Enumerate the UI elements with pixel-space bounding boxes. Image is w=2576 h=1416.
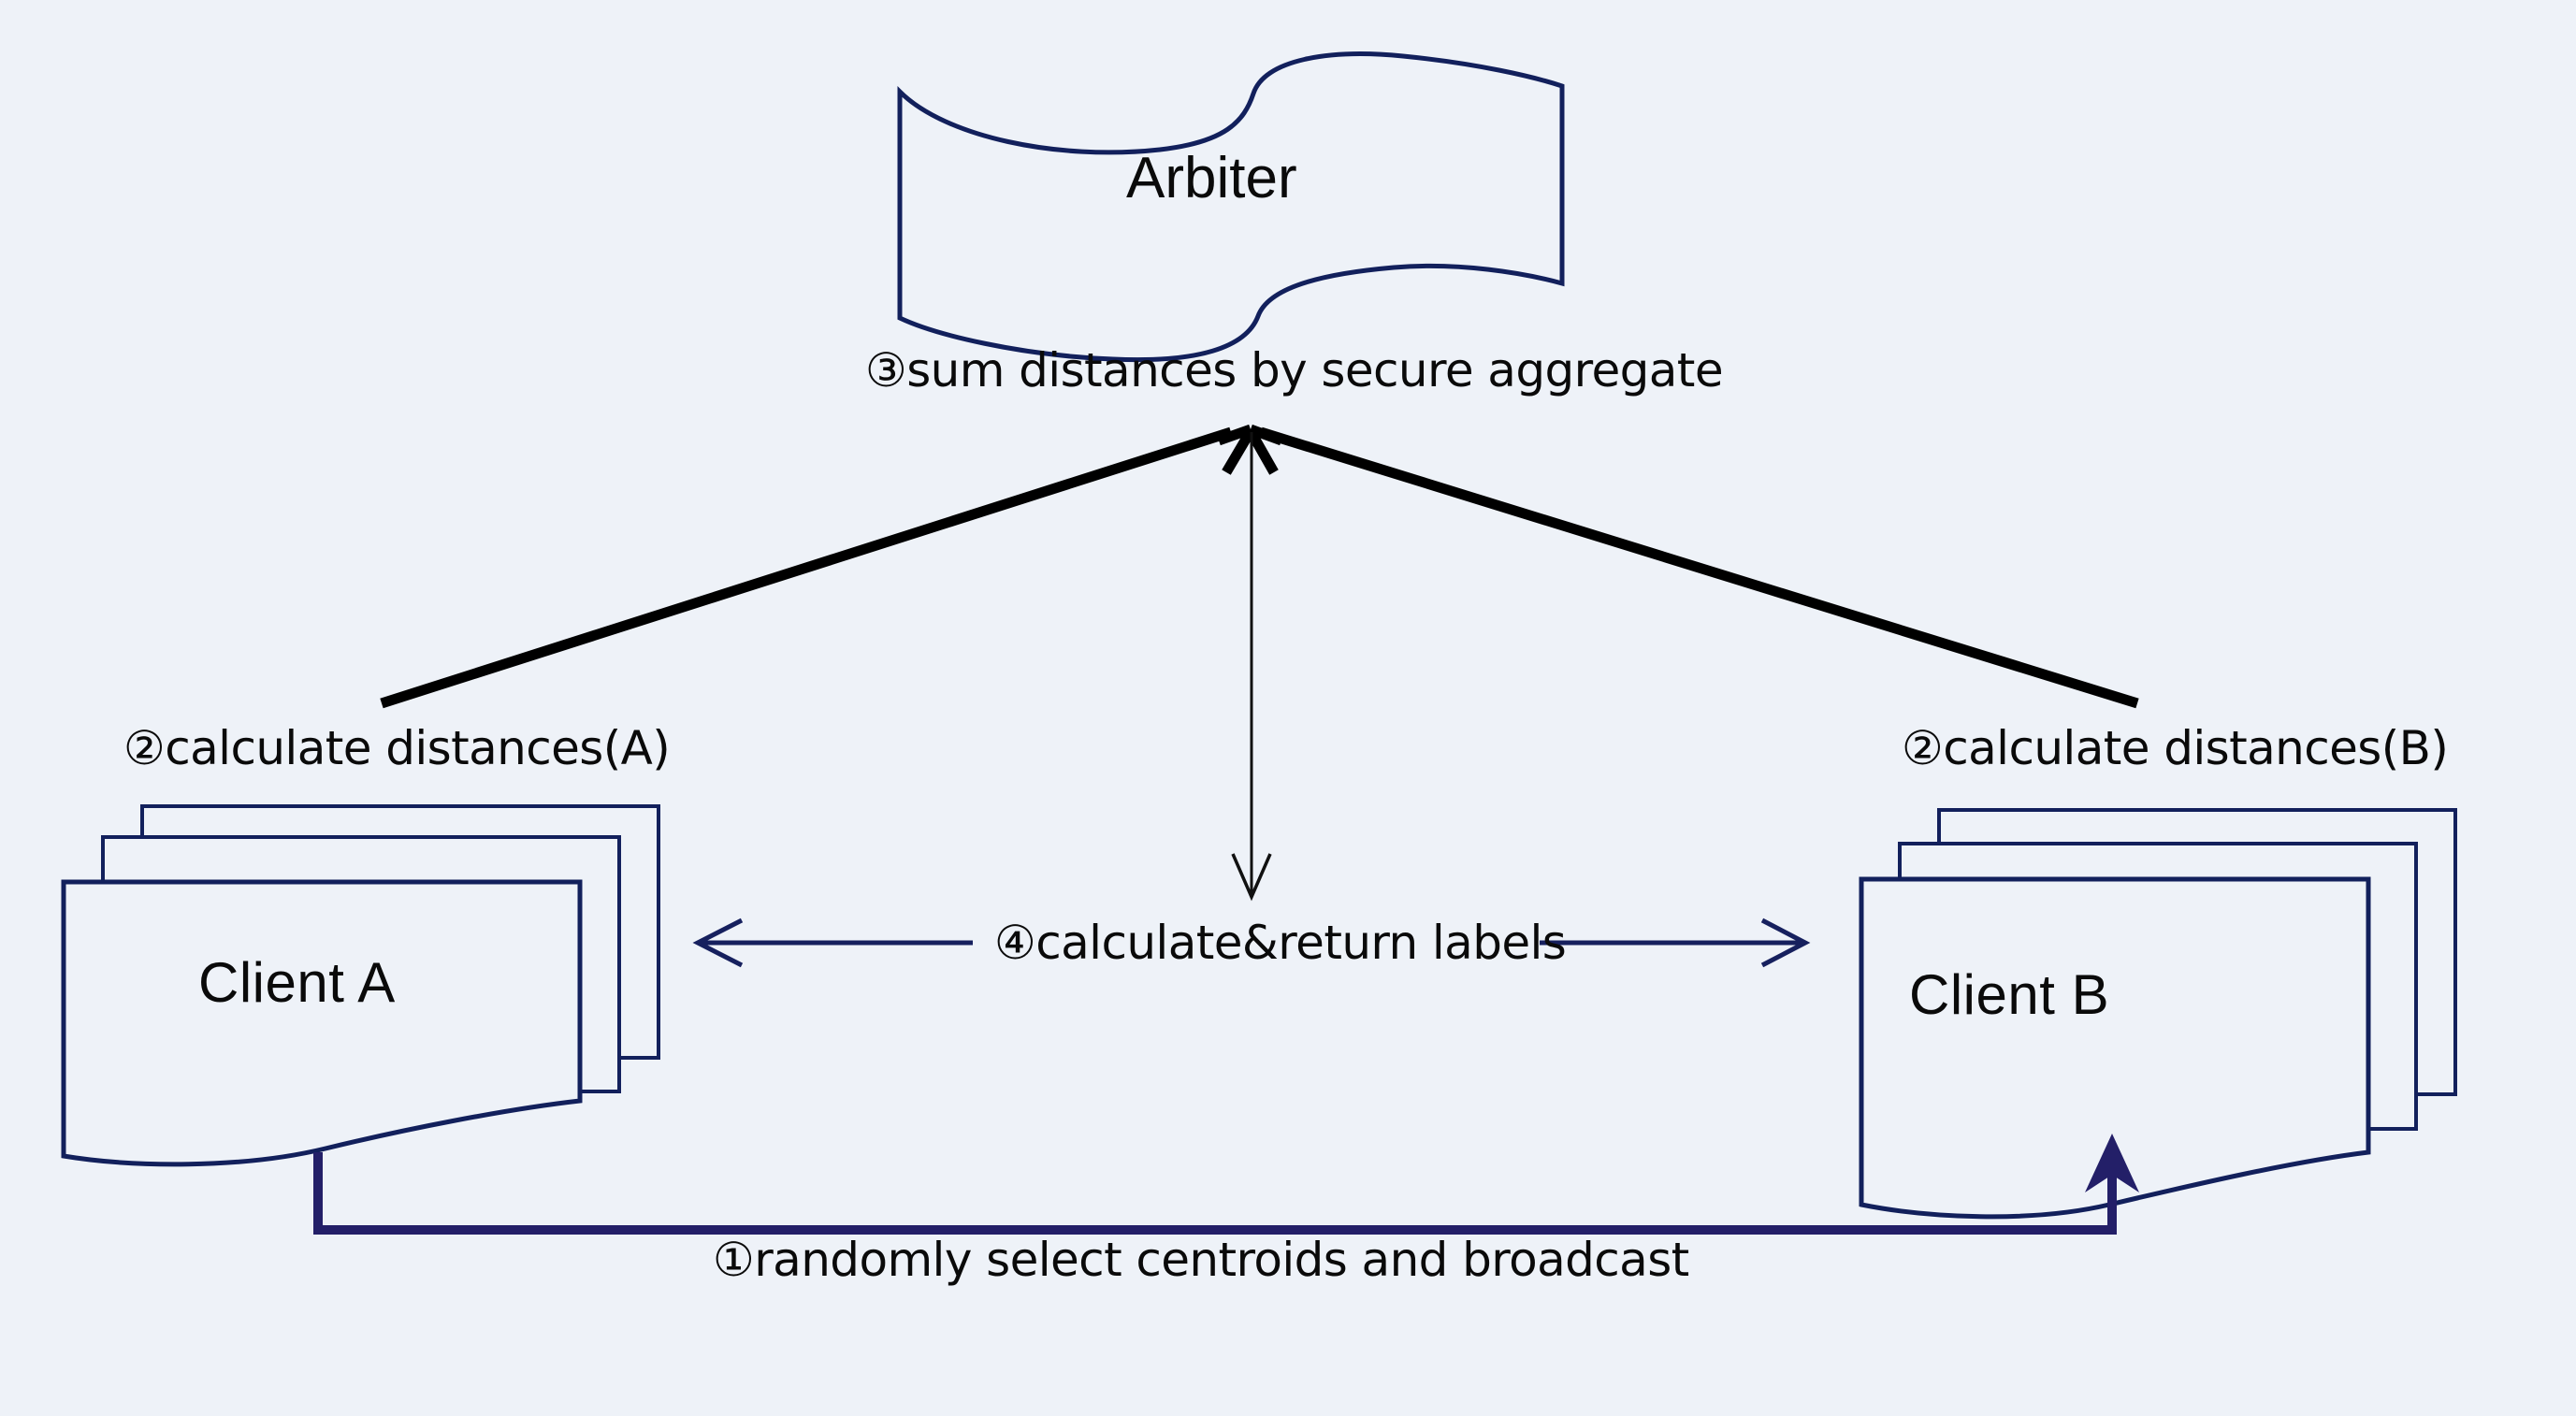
arrow-head-arbiter-down (1231, 853, 1272, 902)
arrow-head-right-to-arbiter (1246, 424, 1283, 475)
step-4-label: ④calculate&return labels (994, 916, 1567, 970)
arbiter-shape[interactable] (897, 51, 1565, 363)
client-b-label: Client B (1909, 963, 2110, 1026)
step-2a-label: ②calculate distances(A) (123, 721, 671, 775)
arrow-head-broadcast (2085, 1134, 2139, 1192)
arrow-head-labels-right (1760, 918, 1811, 968)
step-3-label: ③sum distances by secure aggregate (865, 343, 1724, 397)
arrow-client-b-to-arbiter (1259, 426, 2139, 709)
arrow-client-a-to-arbiter (380, 426, 1233, 709)
arrow-broadcast-a-to-b (313, 1152, 2117, 1235)
client-a-label: Client A (198, 951, 396, 1014)
step-1-label: ①randomly select centroids and broadcast (713, 1233, 1689, 1287)
step-2b-label: ②calculate distances(B) (1902, 721, 2449, 775)
arrow-head-labels-left (692, 918, 744, 968)
client-a-doc-front[interactable] (61, 879, 583, 1167)
arbiter-label: Arbiter (1126, 146, 1297, 210)
arrow-head-left-to-arbiter (1217, 424, 1255, 475)
